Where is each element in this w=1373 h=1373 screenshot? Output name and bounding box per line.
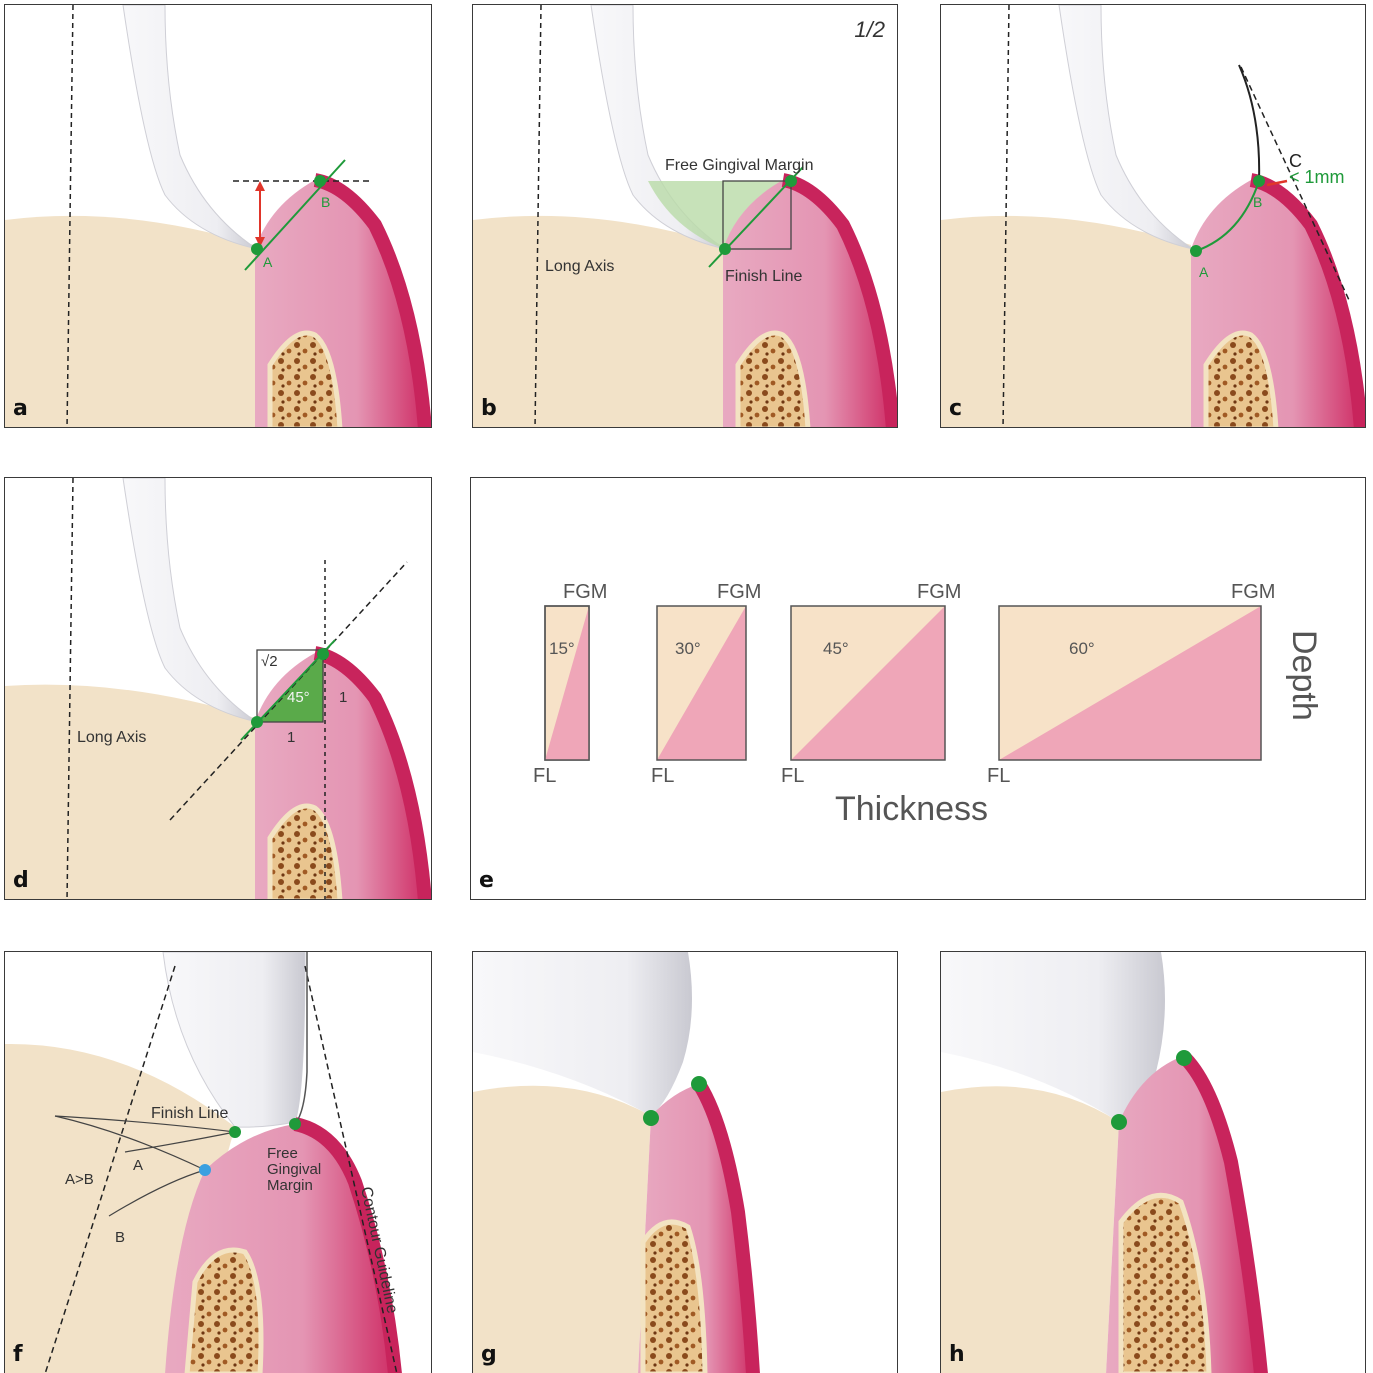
sqrt2-label: √2 <box>261 653 278 670</box>
long-axis-label: Long Axis <box>545 258 614 275</box>
panel-b: Free Gingival Margin Long Axis Finish Li… <box>472 4 898 428</box>
panel-c-illustration: A B C < 1mm <box>941 5 1366 428</box>
long-axis-label: Long Axis <box>77 729 146 746</box>
fl-label-45: FL <box>781 765 804 787</box>
angle-box-30 <box>657 606 746 760</box>
finish-line-label: Finish Line <box>725 268 802 285</box>
angle-box-45 <box>791 606 945 760</box>
panel-g-illustration <box>473 952 898 1373</box>
distance-label: < 1mm <box>1289 167 1345 187</box>
fgm-label-15: FGM <box>563 581 607 603</box>
free-gingival-margin-label: Free Gingival Margin <box>665 157 814 174</box>
finish-line-dot <box>229 1126 241 1138</box>
angle-label-45: 45° <box>823 639 849 658</box>
panel-a-letter: a <box>13 396 28 421</box>
panel-g-letter: g <box>481 1342 497 1367</box>
thickness-label: Thickness <box>835 790 988 828</box>
point-b-dot <box>314 175 326 187</box>
point-a-dot <box>1190 245 1202 257</box>
panel-e: FGM FGM FGM FGM FL FL FL FL 15° 30° 45° … <box>470 477 1366 900</box>
horizontal-side-label: 1 <box>287 729 295 746</box>
dimension-a-label: A <box>133 1157 143 1174</box>
fgm-label-line1: Free <box>267 1145 298 1162</box>
finish-line-dot <box>643 1110 659 1126</box>
tooth-crown <box>123 478 257 722</box>
panel-d-illustration: √2 45° 1 1 Long Axis <box>5 478 432 900</box>
tooth-root <box>5 685 255 900</box>
finish-line-dot <box>719 243 731 255</box>
panel-d-letter: d <box>13 868 29 893</box>
point-a-dot <box>251 243 263 255</box>
page-number: 1/2 <box>854 17 885 43</box>
panel-g: g <box>472 951 898 1373</box>
fgm-label-line3: Margin <box>267 1177 313 1194</box>
panel-c-letter: c <box>949 396 962 421</box>
angle-label-15: 15° <box>549 639 575 658</box>
point-a-label: A <box>1199 264 1209 280</box>
angle-label-60: 60° <box>1069 639 1095 658</box>
fgm-label-line2: Gingival <box>267 1161 321 1178</box>
fl-label-30: FL <box>651 765 674 787</box>
panel-b-illustration: Free Gingival Margin Long Axis Finish Li… <box>473 5 898 428</box>
tooth-root <box>5 216 255 428</box>
panel-e-letter: e <box>479 868 494 893</box>
panel-b-letter: b <box>481 396 497 421</box>
point-a-label: A <box>263 254 273 270</box>
tooth-root <box>941 216 1191 428</box>
a-gt-b-label: A>B <box>65 1171 94 1188</box>
tooth-root <box>941 1086 1119 1373</box>
point-b-label: B <box>321 194 330 210</box>
dimension-b-label: B <box>115 1229 125 1246</box>
restoration-contour <box>1239 65 1259 181</box>
panel-h: h <box>940 951 1366 1373</box>
angle-box-15 <box>545 606 589 760</box>
angle-label-30: 30° <box>675 639 701 658</box>
finish-line-label: Finish Line <box>151 1105 228 1122</box>
free-gingival-margin-dot <box>785 175 797 187</box>
fl-label-60: FL <box>987 765 1010 787</box>
panel-a: A B a <box>4 4 432 428</box>
tooth-root <box>473 216 723 428</box>
angle-box-60 <box>999 606 1261 760</box>
panel-f-letter: f <box>13 1342 23 1367</box>
angle-label: 45° <box>287 689 310 706</box>
tooth-root <box>473 1086 651 1373</box>
free-gingival-margin-dot <box>691 1076 707 1092</box>
panel-h-illustration <box>941 952 1366 1373</box>
tooth-crown <box>1059 5 1193 249</box>
point-b-dot <box>1253 175 1265 187</box>
panel-c: A B C < 1mm c <box>940 4 1366 428</box>
free-gingival-margin-dot <box>317 648 329 660</box>
free-gingival-margin-dot <box>1176 1050 1192 1066</box>
point-b-label: B <box>1253 194 1262 210</box>
finish-line-dot <box>251 716 263 728</box>
blue-point-dot <box>199 1164 211 1176</box>
vertical-side-label: 1 <box>339 689 347 706</box>
fgm-label-30: FGM <box>717 581 761 603</box>
free-gingival-margin-dot <box>289 1118 301 1130</box>
fgm-label-60: FGM <box>1231 581 1275 603</box>
panel-a-illustration: A B <box>5 5 432 428</box>
panel-f-illustration: Finish Line Free Gingival Margin A>B A B… <box>5 952 432 1373</box>
fl-label-15: FL <box>533 765 556 787</box>
panel-e-illustration: FGM FGM FGM FGM FL FL FL FL 15° 30° 45° … <box>471 478 1366 900</box>
panel-d: √2 45° 1 1 Long Axis d <box>4 477 432 900</box>
panel-h-letter: h <box>949 1342 965 1367</box>
depth-label: Depth <box>1285 630 1323 721</box>
finish-line-dot <box>1111 1114 1127 1130</box>
panel-f: Finish Line Free Gingival Margin A>B A B… <box>4 951 432 1373</box>
fgm-label-45: FGM <box>917 581 961 603</box>
